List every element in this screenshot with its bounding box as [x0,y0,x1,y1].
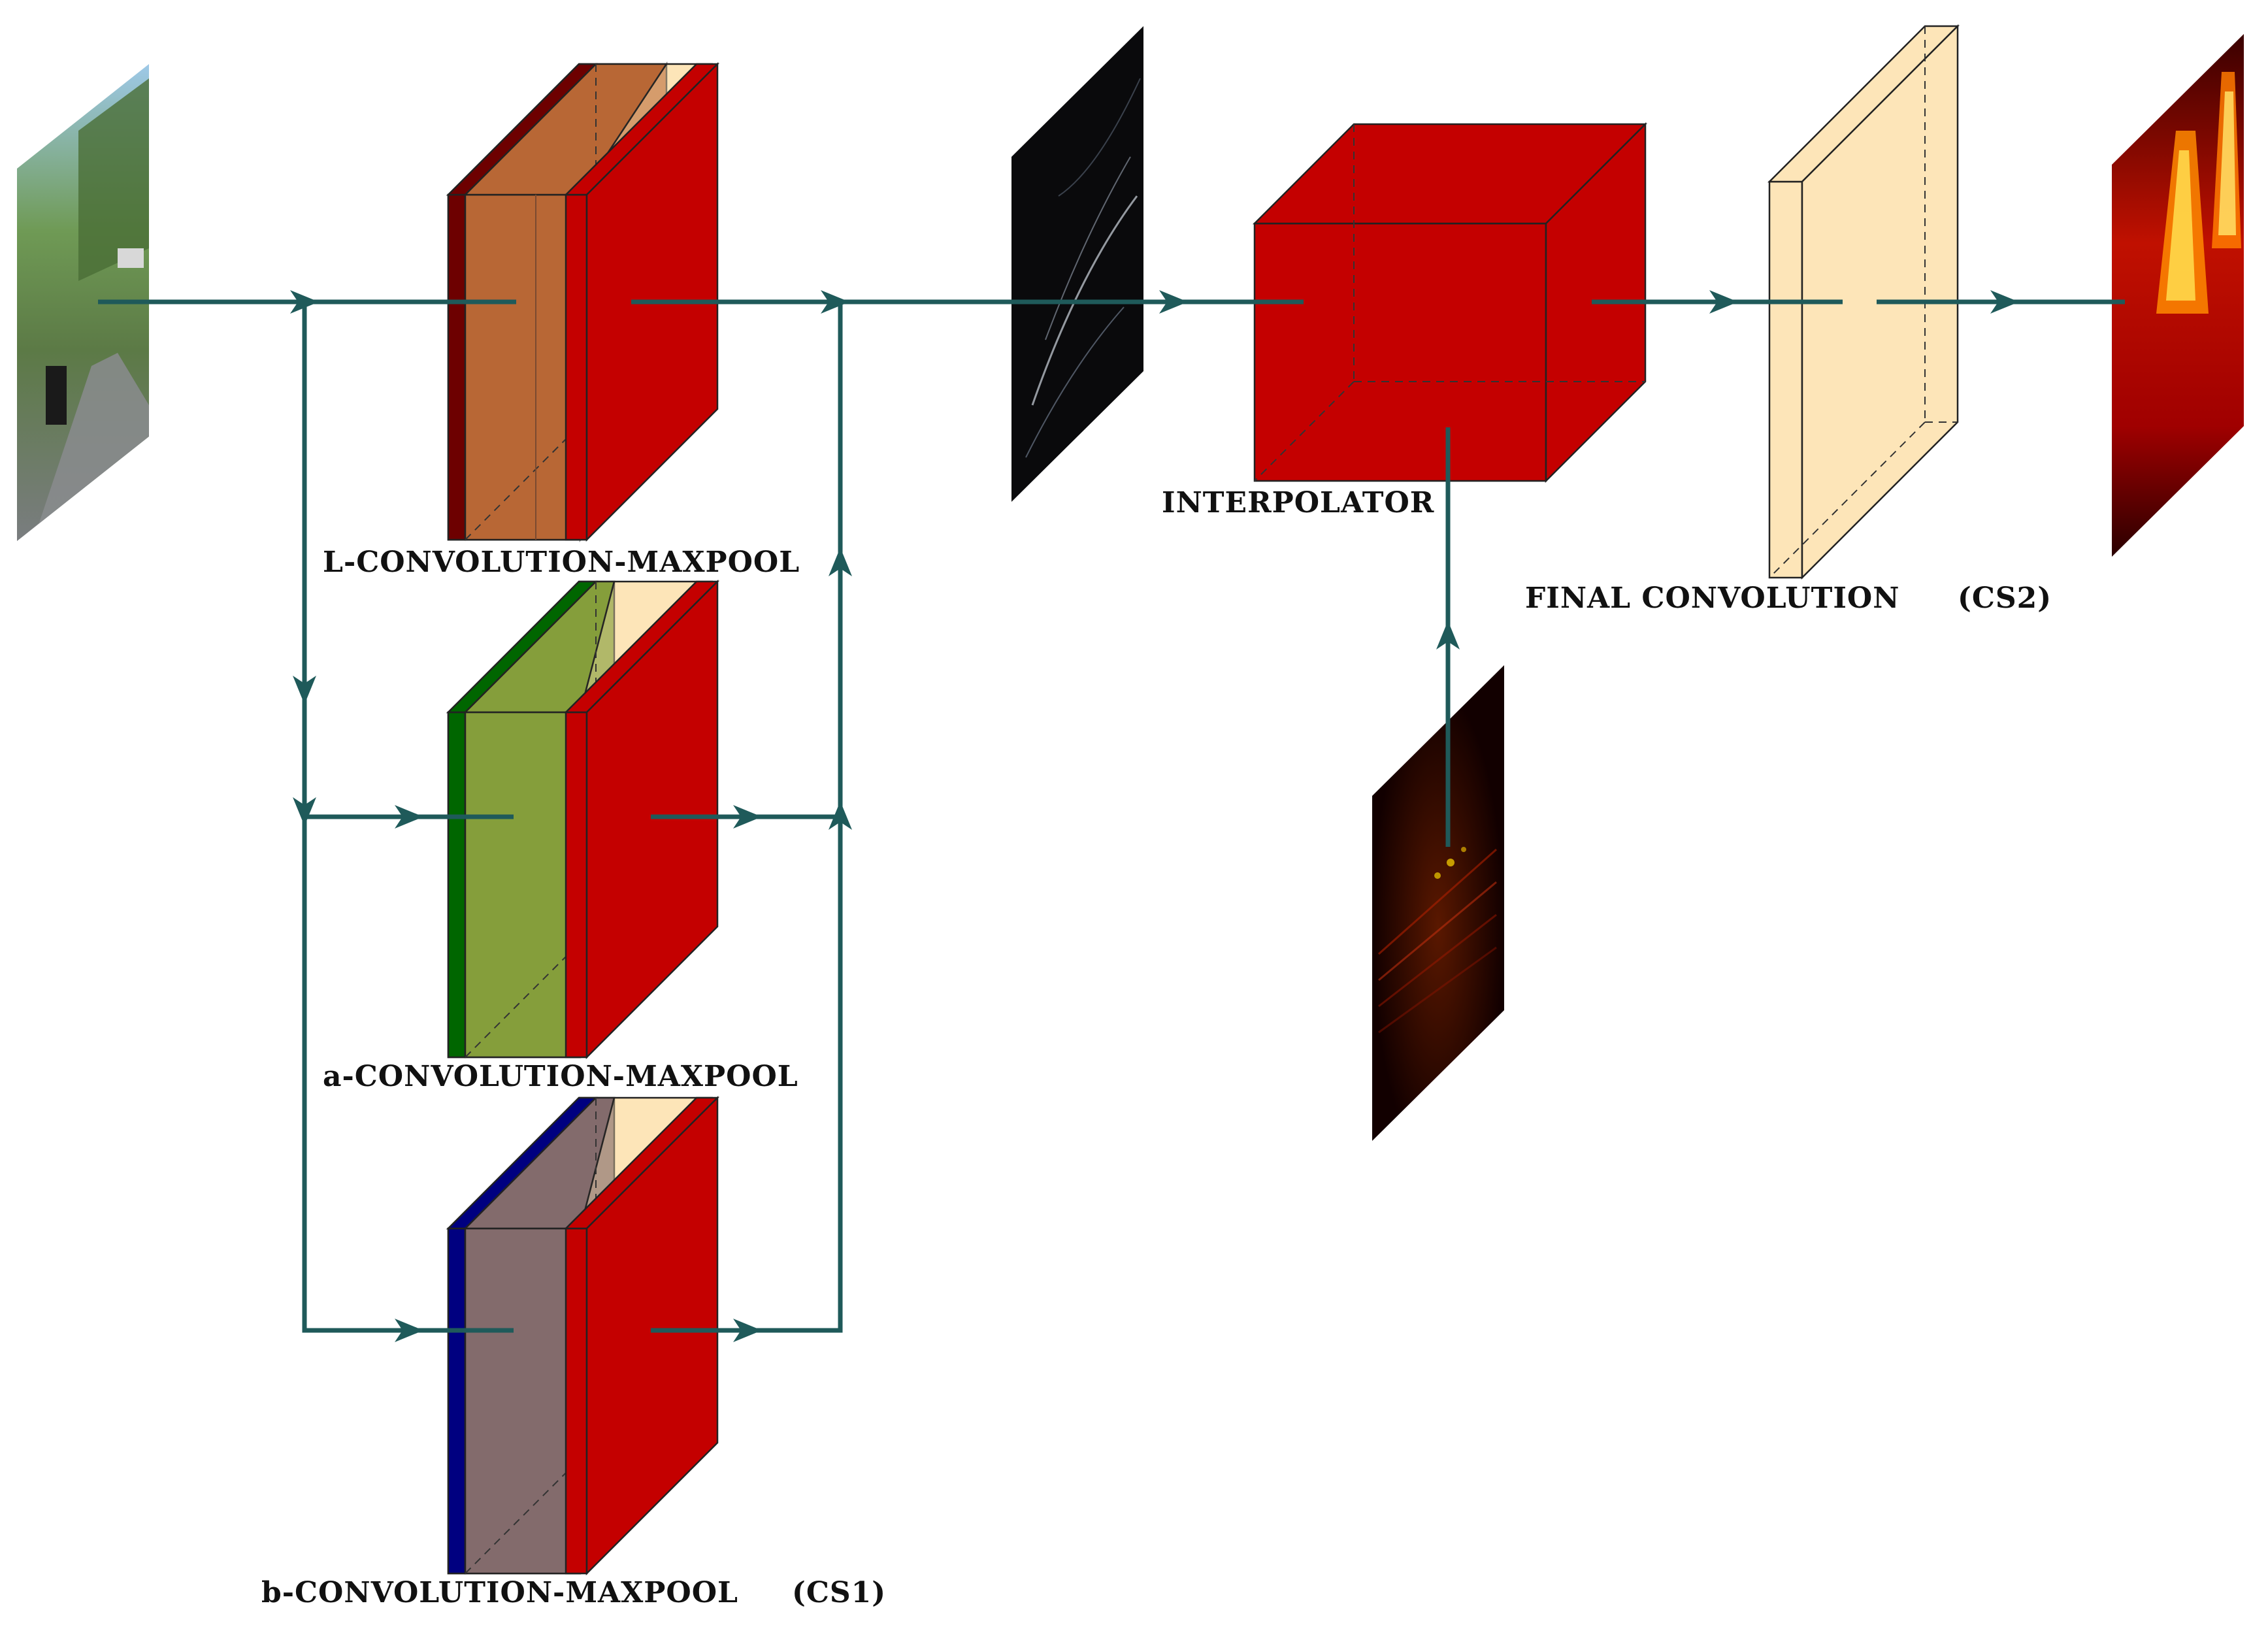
l-edge-front [447,193,467,541]
arrow-merge-top [821,290,849,314]
input-image [17,64,149,541]
l-red-front [565,193,588,541]
arrow-a-out [733,805,762,829]
final-conv-label: FINAL CONVOLUTION [1525,582,1899,615]
road-shape [17,353,149,541]
arrow-bus-up [829,801,852,830]
connectors [98,290,2125,1342]
arrow-to-interp [1159,290,1188,314]
b-filter-front [464,1227,582,1575]
output-heatmap [2112,34,2244,557]
b-red-side [585,1095,719,1576]
l-filter-front [464,193,582,541]
depth-scan-image [1372,665,1504,1141]
a-edge-front [447,711,467,1059]
a-conv-block [446,579,720,1060]
b-conv-label: b-CONVOLUTION-MAXPOOL [261,1576,738,1609]
car-shape [46,366,67,425]
arrow-bus-down-2 [293,797,316,826]
b-edge-front [447,1227,467,1575]
a-filter-front [464,711,582,1059]
final-front [1768,180,1803,579]
cube-front [1253,222,1547,482]
arrow-to-output [1990,290,2019,314]
a-red-side [585,579,719,1060]
arrow-to-final [1709,290,1738,314]
interpolator-cube [1252,122,1648,484]
car-shape [118,248,144,268]
edge-right-bus [651,302,843,1333]
cs1-label: (CS1) [792,1576,886,1609]
tree-shape [78,78,149,281]
l-conv-label: L-CONVOLUTION-MAXPOOL [323,546,800,579]
depth-scan-icon [1372,665,1504,1141]
cs2-label: (CS2) [1958,582,2052,615]
edge-map-image [1011,26,1143,502]
arrow-bus-up-2 [829,548,852,576]
arrow-bus-down [293,676,316,704]
interpolator-label: INTERPOLATOR [1162,486,1434,519]
arrow-depth-up [1436,621,1460,650]
edge-left-bus [302,302,514,1333]
arrow-to-a [395,805,423,829]
l-conv-block [446,61,720,543]
arrow-to-b [395,1319,423,1342]
arrow-b-out [733,1319,762,1342]
b-red-front [565,1227,588,1575]
b-conv-block [446,1095,720,1576]
a-conv-label: a-CONVOLUTION-MAXPOOL [323,1060,798,1093]
edge-map-icon [1011,26,1143,502]
a-red-front [565,711,588,1059]
